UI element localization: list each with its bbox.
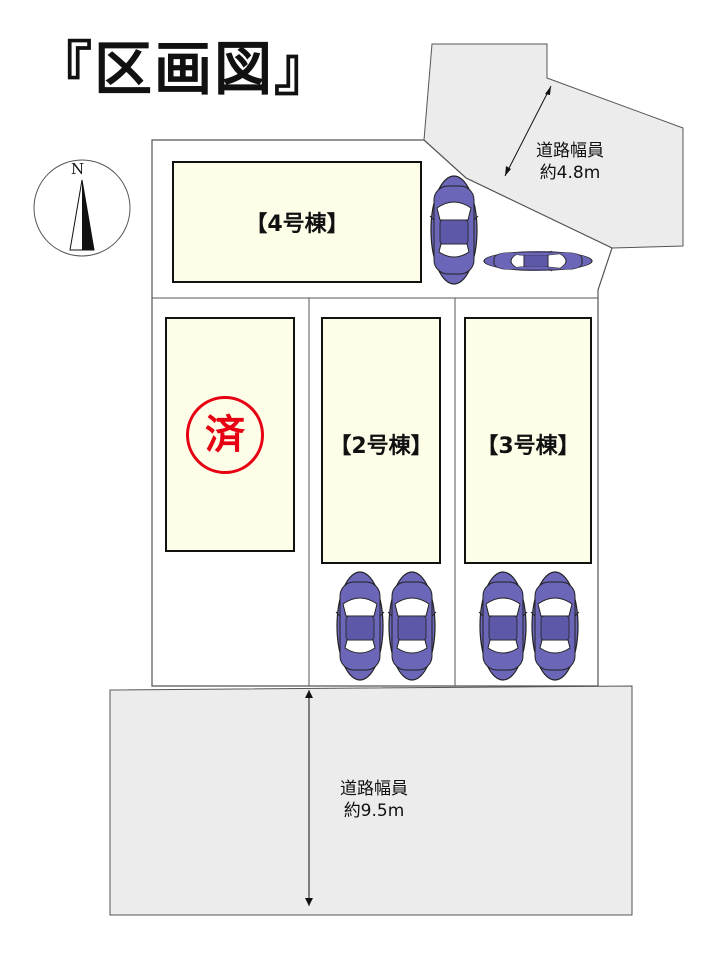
car-icon	[387, 571, 437, 681]
compass-north-label: N	[71, 160, 85, 178]
car-icon	[429, 175, 479, 285]
road-width-caption: 道路幅員	[340, 779, 408, 799]
road-width-value: 約4.8m	[539, 163, 601, 183]
south-road	[109, 685, 633, 916]
car-icon	[483, 250, 593, 272]
lot-2-building	[321, 317, 441, 564]
north-east-road-width-label: 道路幅員 約4.8m	[510, 140, 630, 184]
car-icon	[478, 571, 528, 681]
lot-3-building	[464, 317, 592, 564]
lot-3-label: 【3号棟】	[476, 434, 580, 459]
compass-icon	[33, 159, 131, 257]
page-title: 『区画図』	[34, 35, 335, 103]
dimension-arrow-icon	[504, 85, 552, 177]
car-icon	[335, 571, 385, 681]
sold-stamp: 済	[186, 396, 264, 474]
road-width-value: 約9.5m	[343, 801, 405, 821]
dimension-arrow-icon	[305, 690, 313, 906]
south-road-width-label: 道路幅員 約9.5m	[314, 778, 434, 822]
road-width-caption: 道路幅員	[536, 141, 604, 161]
car-icon	[530, 571, 580, 681]
lot-4-building	[172, 161, 422, 283]
lot-2-label: 【2号棟】	[329, 434, 433, 459]
lot-4-label: 【4号棟】	[245, 212, 349, 237]
